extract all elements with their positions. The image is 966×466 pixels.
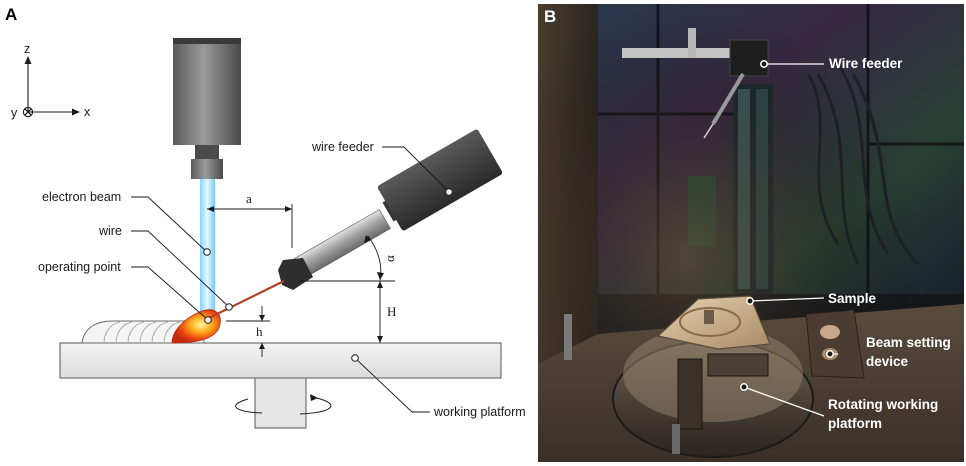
- melt-pool: [171, 309, 221, 344]
- schematic-panel: A z y x: [5, 5, 526, 429]
- electron-beam: [200, 179, 215, 315]
- axis-y-label: y: [11, 106, 18, 120]
- working-platform-label: working platform: [433, 405, 526, 419]
- rotation-arrow: [235, 394, 332, 415]
- photo-panel: B Wire feeder Sample Beam setting device…: [538, 4, 964, 462]
- photo-leader-markers: [740, 60, 834, 391]
- leader-markers: [203, 188, 453, 362]
- axis-z-label: z: [24, 42, 30, 56]
- dimension-h-label: h: [256, 324, 263, 339]
- wire-label: wire: [98, 224, 122, 238]
- dimension-H-label: H: [387, 304, 396, 319]
- axis-x-label: x: [84, 105, 91, 119]
- dimension-a-label: a: [246, 191, 252, 206]
- electron-gun: [173, 38, 241, 179]
- photo-wire-feeder-label: Wire feeder: [829, 56, 903, 71]
- panel-letter-b: B: [544, 7, 556, 26]
- dimension-alpha-label: α: [382, 255, 397, 262]
- operating-point-label: operating point: [38, 260, 121, 274]
- wire-feeder-label: wire feeder: [311, 140, 374, 154]
- working-platform: [59, 342, 502, 429]
- coordinate-axes: [22, 56, 80, 118]
- photo-beam-setting-line2: device: [866, 354, 909, 369]
- wire-nozzle: [278, 258, 313, 290]
- electron-beam-label: electron beam: [42, 190, 121, 204]
- dimension-lines: [207, 204, 395, 357]
- photo-rotating-line2: platform: [828, 416, 882, 431]
- wire: [208, 280, 285, 319]
- photo-sample-label: Sample: [828, 291, 877, 306]
- photo-rotating-line1: Rotating working: [828, 397, 938, 412]
- wire-feeder-assembly: [278, 129, 503, 290]
- leader-lines: [131, 146, 450, 413]
- panel-letter-a: A: [5, 5, 17, 24]
- photo-beam-setting-line1: Beam setting: [866, 335, 951, 350]
